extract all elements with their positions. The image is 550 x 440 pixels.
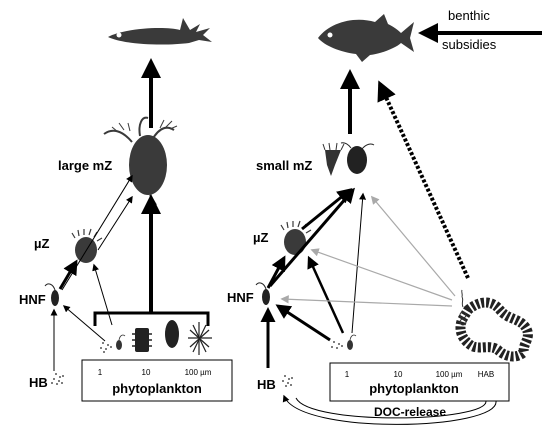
doc-release-arrow-outer [282,394,497,425]
label-hnf-left: HNF [19,292,46,307]
size-scale-title-right: phytoplankton [369,381,459,396]
arrow-pico-to-hnf-left [62,305,106,342]
size-tick-left-1: 1 [98,368,103,377]
size-tick-right-10: 10 [394,370,403,379]
dotted-arrow-hab-to-fish [377,80,470,279]
size-tick-left-10: 10 [142,368,151,377]
pico-phytoplankton-icon [100,342,112,353]
label-doc-release: DOC-release [374,405,446,419]
small-phytoplankton-right [331,334,357,350]
arrow-uz-to-largemz [97,195,133,251]
arrow-phyto-to-smallmz [351,192,367,334]
arrow-pico-to-hnf-right [275,304,331,342]
label-uz-left: µZ [34,236,49,251]
label-subsidies: subsidies [442,37,497,52]
slender-fish-icon [108,18,212,45]
size-scale-title-left: phytoplankton [112,381,202,396]
arrow-uz-to-smallmz [301,188,353,231]
grey-arrow-hab-to-smallmz [370,195,456,297]
small-mesozooplankton-icon [322,142,375,176]
size-tick-left-100: 100 µm [185,368,212,377]
grey-arrow-hab-to-uz [310,248,453,301]
size-tick-right-1: 1 [345,370,350,379]
label-small-mz: small mZ [256,158,312,173]
label-hb-left: HB [29,375,48,390]
label-hb-right: HB [257,377,276,392]
size-scale-box-right [329,362,510,402]
pico-phytoplankton-icon-right [331,341,343,349]
small-flagellate-icon-right [347,334,357,350]
heterotrophic-bacteria-icon-right [282,375,293,387]
large-mesozooplankton-icon [103,116,178,206]
hnf-icon [44,283,59,306]
arrow-hnf-to-uz-right [266,255,286,289]
label-large-mz: large mZ [58,158,112,173]
size-tick-right-hab: HAB [478,370,494,379]
arrow-hnf-to-smallmz [268,187,355,287]
hnf-icon-right [255,282,270,305]
arrow-phyto-to-uz-right [307,255,345,334]
doc-release-arrow-inner [295,397,487,419]
diatom-chain-icon [132,328,152,352]
microzooplankton-icon [71,228,103,263]
label-uz-right: µZ [253,230,268,245]
size-scale-box-left [81,359,233,402]
arrow-hnf-to-uz-left [58,259,78,290]
label-hnf-right: HNF [227,290,254,305]
size-tick-right-100: 100 µm [436,370,463,379]
large-diatom-icon [165,320,179,348]
phytoplankton-organisms-left [100,320,212,355]
small-flagellate-icon [116,334,126,350]
hab-colony-icon [455,289,533,362]
heterotrophic-bacteria-icon [51,373,64,385]
deep-bodied-fish-icon [318,14,414,62]
arrow-phyto-to-uz-left [92,263,113,326]
grey-arrow-hab-to-hnf [280,295,453,307]
label-benthic: benthic [448,8,490,23]
star-diatom-icon [188,322,212,355]
